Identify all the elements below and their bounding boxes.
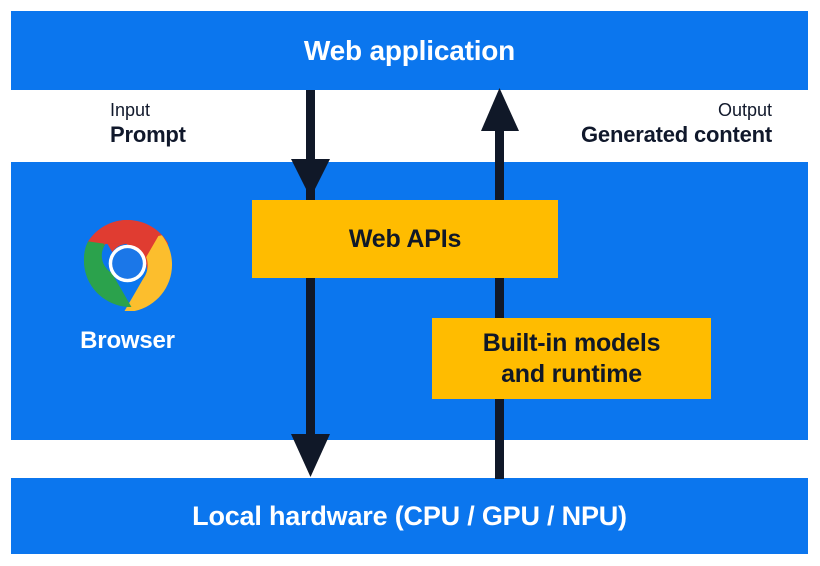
box-builtin-models-line1: Built-in models — [482, 329, 661, 357]
flow-note-output: Output Generated content — [581, 100, 772, 148]
flow-note-input-value: Prompt — [110, 121, 186, 147]
box-web-apis: Web APIs — [252, 200, 558, 278]
band-web-application: Web application — [11, 11, 808, 90]
flow-note-input-kind: Input — [110, 100, 151, 120]
box-web-apis-label: Web APIs — [348, 224, 462, 253]
flow-note-output-value: Generated content — [581, 121, 772, 147]
flow-note-output-kind: Output — [717, 100, 772, 120]
box-builtin-models-label: Built-in models and runtime — [483, 328, 661, 389]
browser-label: Browser — [80, 327, 175, 354]
box-builtin-models: Built-in models and runtime — [432, 318, 711, 399]
band-web-application-label: Web application — [303, 34, 516, 66]
flow-note-input: Input Prompt — [110, 100, 186, 148]
browser-badge: Browser — [60, 216, 195, 355]
band-local-hardware-label: Local hardware (CPU / GPU / NPU) — [192, 500, 627, 531]
chrome-logo-icon — [83, 219, 173, 311]
box-builtin-models-line2: and runtime — [501, 359, 642, 388]
band-local-hardware: Local hardware (CPU / GPU / NPU) — [11, 478, 808, 554]
